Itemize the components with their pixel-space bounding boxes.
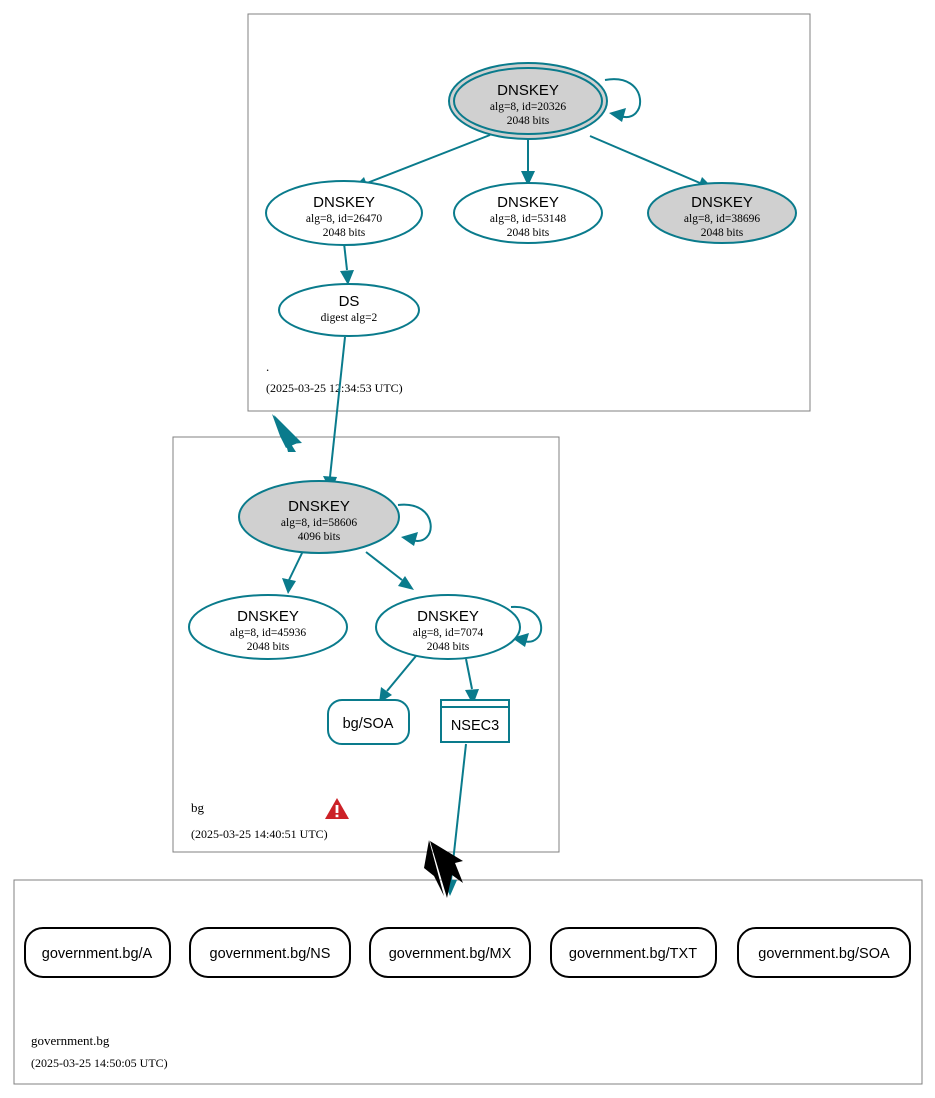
node-keyinfo: alg=8, id=38696 <box>684 213 760 225</box>
edge-bg-zsk-7074-self-sign <box>510 605 543 647</box>
node-keyinfo: alg=8, id=20326 <box>490 101 566 113</box>
edge-bg-ksk-to-zsk-7074 <box>365 551 414 590</box>
node-title: government.bg/A <box>42 946 153 962</box>
node-bg-soa-rrset[interactable]: bg/SOA <box>327 699 410 745</box>
zone-box-root <box>247 13 811 412</box>
edge-root-ksk-to-zsk-38696 <box>589 135 714 190</box>
zone-timestamp-government-bg: (2025-03-25 14:50:05 UTC) <box>31 1056 168 1070</box>
node-title: DNSKEY <box>417 608 479 625</box>
node-title: bg/SOA <box>343 716 394 732</box>
zone-label-root: . <box>266 359 269 374</box>
node-keyinfo: alg=8, id=53148 <box>490 213 566 225</box>
node-title: government.bg/SOA <box>758 946 890 962</box>
node-title: DNSKEY <box>237 608 299 625</box>
node-keysize: 4096 bits <box>298 531 341 543</box>
node-title: DNSKEY <box>313 194 375 211</box>
edge-bg-zsk-7074-to-nsec3 <box>465 658 479 705</box>
node-government-bg-soa-rrset[interactable]: government.bg/SOA <box>737 927 911 978</box>
node-title: government.bg/NS <box>210 946 331 962</box>
node-root-ksk-dnskey[interactable]: DNSKEY alg=8, id=20326 2048 bits <box>448 62 608 140</box>
node-title: government.bg/MX <box>389 946 512 962</box>
node-keysize: 2048 bits <box>427 641 470 653</box>
edge-root-ksk-to-zsk-53148 <box>521 135 535 186</box>
edge-root-ds-to-bg-ksk <box>323 336 346 492</box>
node-keysize: 2048 bits <box>323 227 366 239</box>
node-title: DS <box>339 293 360 310</box>
zone-timestamp-root: (2025-03-25 12:34:53 UTC) <box>266 381 403 395</box>
zone-box-bg <box>172 436 560 853</box>
node-root-zsk-26470-dnskey[interactable]: DNSKEY alg=8, id=26470 2048 bits <box>265 180 423 246</box>
delegation-arrow-root-to-bg <box>272 414 302 452</box>
zone-label-government-bg: government.bg <box>31 1033 110 1048</box>
node-bg-ksk-dnskey[interactable]: DNSKEY alg=8, id=58606 4096 bits <box>238 480 400 554</box>
node-title: DNSKEY <box>288 498 350 515</box>
node-keyinfo: alg=8, id=58606 <box>281 517 357 529</box>
edge-root-zsk-26470-to-ds <box>340 242 354 285</box>
node-bg-nsec3[interactable]: NSEC3 <box>440 699 510 743</box>
warning-triangle-icon[interactable] <box>325 798 349 819</box>
node-keysize: 2048 bits <box>701 227 744 239</box>
zone-timestamp-bg: (2025-03-25 14:40:51 UTC) <box>191 827 328 841</box>
edge-root-ksk-to-zsk-26470 <box>352 134 491 190</box>
edge-bg-ksk-to-zsk-45936 <box>282 550 304 594</box>
node-title: DNSKEY <box>497 82 559 99</box>
node-keysize: 2048 bits <box>507 227 550 239</box>
node-root-zsk-38696-dnskey[interactable]: DNSKEY alg=8, id=38696 2048 bits <box>647 182 797 244</box>
node-government-bg-txt-rrset[interactable]: government.bg/TXT <box>550 927 717 978</box>
node-keysize: 2048 bits <box>247 641 290 653</box>
node-root-ds[interactable]: DS digest alg=2 <box>278 283 420 337</box>
node-root-zsk-53148-dnskey[interactable]: DNSKEY alg=8, id=53148 2048 bits <box>453 182 603 244</box>
node-keyinfo: alg=8, id=26470 <box>306 213 382 225</box>
node-keysize: 2048 bits <box>507 115 550 127</box>
node-keyinfo: alg=8, id=45936 <box>230 627 306 639</box>
node-government-bg-ns-rrset[interactable]: government.bg/NS <box>189 927 351 978</box>
node-title: DNSKEY <box>691 194 753 211</box>
zone-box-government-bg <box>13 879 923 1085</box>
node-bg-zsk-7074-dnskey[interactable]: DNSKEY alg=8, id=7074 2048 bits <box>375 594 521 660</box>
node-keyinfo: alg=8, id=7074 <box>413 627 484 639</box>
edge-bg-zsk-7074-to-soa <box>379 655 417 703</box>
node-digest: digest alg=2 <box>321 312 378 324</box>
node-government-bg-mx-rrset[interactable]: government.bg/MX <box>369 927 531 978</box>
node-government-bg-a-rrset[interactable]: government.bg/A <box>24 927 171 978</box>
delegation-arrow-bg-to-government-bg <box>424 840 463 898</box>
node-bg-zsk-45936-dnskey[interactable]: DNSKEY alg=8, id=45936 2048 bits <box>188 594 348 660</box>
edge-bg-ksk-self-sign <box>397 503 432 546</box>
node-title: DNSKEY <box>497 194 559 211</box>
node-title: NSEC3 <box>451 718 499 734</box>
edge-root-ksk-self-sign <box>604 78 641 122</box>
zone-label-bg: bg <box>191 800 205 815</box>
node-title: government.bg/TXT <box>569 946 697 962</box>
